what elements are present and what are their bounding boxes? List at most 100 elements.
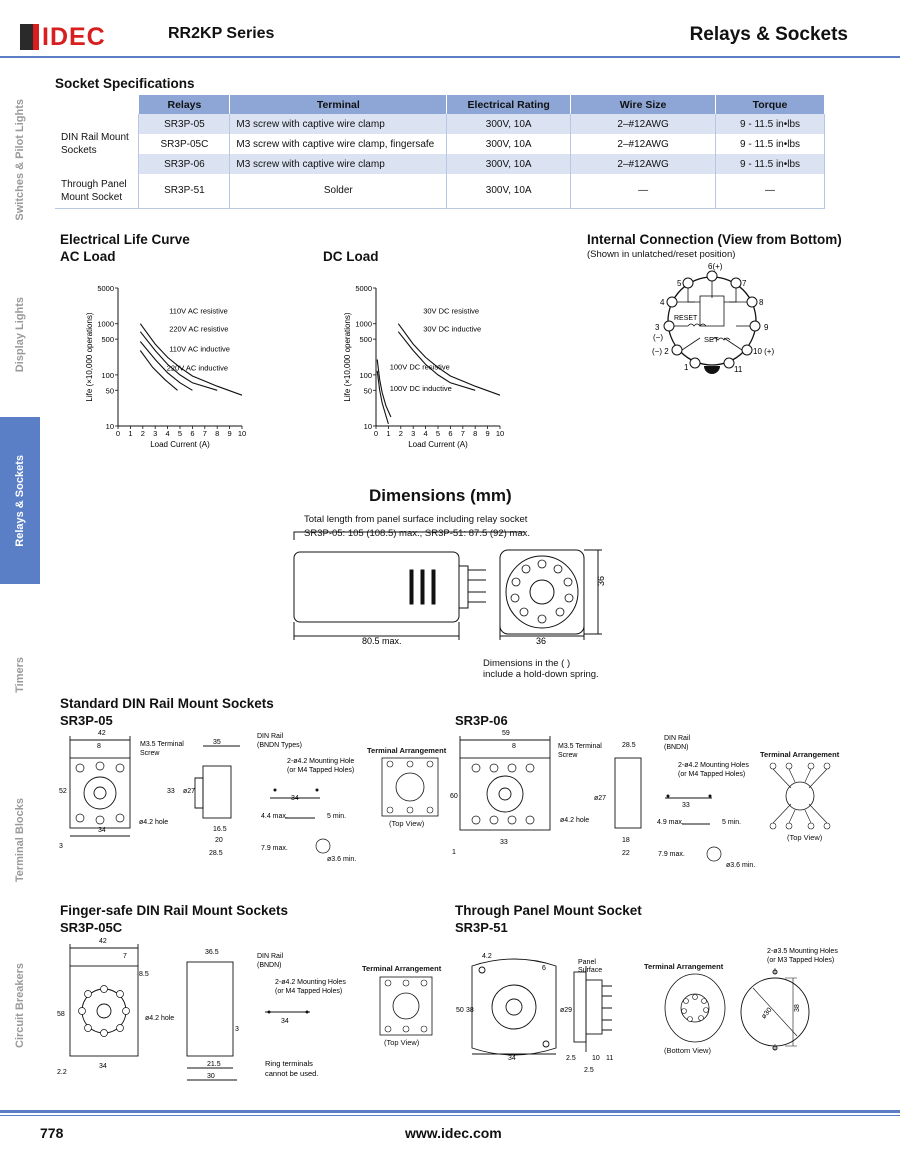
table-row: SR3P-05C M3 screw with captive wire clam… bbox=[55, 134, 825, 154]
sr3p51-panel-cutout: 2-ø3.5 Mounting Holes (or M3 Tapped Hole… bbox=[740, 948, 838, 1051]
dim-label: 42 bbox=[99, 938, 107, 945]
col-header-relays: Relays bbox=[138, 95, 231, 114]
cell-relay: SR3P-05 bbox=[138, 114, 231, 134]
dim-label: 16.5 bbox=[213, 826, 227, 833]
dim-label: DIN Rail bbox=[257, 733, 284, 740]
dc-x-tick-label: 0 bbox=[374, 429, 378, 438]
pin-label-7: 7 bbox=[742, 279, 747, 288]
dc-y-tick-label: 10 bbox=[364, 422, 372, 431]
table-row: SR3P-06 M3 screw with captive wire clamp… bbox=[55, 154, 825, 174]
cell-torque: 9 - 11.5 in•lbs bbox=[715, 134, 825, 154]
pin-label-5: 5 bbox=[677, 279, 682, 288]
dim-label: Screw bbox=[558, 752, 578, 759]
dc-series-label: 30V DC inductive bbox=[423, 325, 481, 334]
mount-label: 2-ø4.2 Mounting Holes bbox=[275, 979, 346, 986]
side-tab-label: Timers bbox=[14, 657, 26, 693]
dim-label: 3 bbox=[59, 843, 63, 850]
footer-url[interactable]: www.idec.com bbox=[405, 1125, 502, 1141]
header-divider bbox=[0, 56, 900, 58]
side-tab-terminal-blocks[interactable]: Terminal Blocks bbox=[0, 780, 40, 900]
pin-label-11: 11 bbox=[734, 365, 743, 374]
brand-name: IDEC bbox=[42, 22, 106, 51]
dimensions-footnote-2: include a hold-down spring. bbox=[483, 669, 599, 680]
cell-wire: 2–#12AWG bbox=[570, 134, 717, 154]
dimensions-footnote-1: Dimensions in the ( ) bbox=[483, 658, 571, 669]
mount-label: 2-ø4.2 Mounting Hole bbox=[287, 758, 354, 765]
dim-label: ø4.2 hole bbox=[139, 819, 168, 826]
dc-x-tick-label: 2 bbox=[399, 429, 403, 438]
dim-label: (BNDN) bbox=[664, 744, 689, 751]
dc-series-label: 30V DC resistive bbox=[423, 307, 479, 316]
dc-x-axis-label: Load Current (A) bbox=[408, 440, 468, 449]
page-number: 778 bbox=[40, 1125, 64, 1141]
mount-label: 38 bbox=[794, 1004, 801, 1012]
din-group-label: DIN Rail Mount Sockets bbox=[55, 114, 140, 174]
mount-label: ø3.6 min. bbox=[726, 862, 755, 869]
reset-label: RESET bbox=[674, 315, 698, 322]
dim-label: 28.5 bbox=[209, 850, 223, 857]
cell-terminal: M3 screw with captive wire clamp bbox=[229, 114, 448, 134]
dim-label: (BNDN) bbox=[257, 962, 282, 969]
dim-label: 28.5 bbox=[622, 742, 636, 749]
dc-x-tick-label: 1 bbox=[386, 429, 390, 438]
dc-series-line bbox=[376, 370, 389, 425]
footer-divider bbox=[0, 1110, 900, 1113]
ac-series-line bbox=[139, 341, 193, 391]
dim-label: 30 bbox=[207, 1073, 215, 1080]
dim-label: 59 bbox=[502, 730, 510, 737]
col-header-rating: Electrical Rating bbox=[446, 95, 572, 114]
finger-safe-model: SR3P-05C bbox=[60, 920, 123, 935]
cell-rating: 300V, 10A bbox=[446, 174, 572, 209]
cell-relay: SR3P-06 bbox=[138, 154, 231, 174]
side-tab-display-lights[interactable]: Display Lights bbox=[0, 260, 40, 410]
dc-series-label: 100V DC resistive bbox=[390, 362, 450, 371]
side-tab-switches[interactable]: Switches & Pilot Lights bbox=[0, 80, 40, 240]
ac-series-line bbox=[139, 323, 243, 396]
dim-label: DIN Rail bbox=[664, 735, 691, 742]
ac-series-label: 220V AC inductive bbox=[167, 363, 228, 372]
side-tab-circuit-breakers[interactable]: Circuit Breakers bbox=[0, 940, 40, 1070]
series-title: RR2KP Series bbox=[168, 25, 275, 42]
cell-wire: 2–#12AWG bbox=[570, 114, 717, 134]
sr3p05c-top-view: (Top View) bbox=[384, 1038, 420, 1047]
side-tab-label: Relays & Sockets bbox=[14, 454, 26, 547]
mount-label: 33 bbox=[682, 802, 690, 809]
side-tab-label: Display Lights bbox=[14, 297, 26, 373]
pin-label-1: 1 bbox=[684, 363, 689, 372]
dim-label: 38 bbox=[466, 1007, 474, 1014]
dim-label: 52 bbox=[59, 788, 67, 795]
side-tab-label: Terminal Blocks bbox=[14, 797, 26, 883]
dim-label: 42 bbox=[98, 730, 106, 737]
dim-label: 4.2 bbox=[482, 953, 492, 960]
dim-width-label: 36 bbox=[536, 636, 546, 646]
ac-series-label: 110V AC inductive bbox=[169, 344, 230, 353]
dc-y-tick-label: 50 bbox=[364, 386, 372, 395]
cell-wire: — bbox=[570, 174, 717, 209]
mount-label: 2-ø3.5 Mounting Holes bbox=[767, 948, 838, 955]
side-tab-label: Circuit Breakers bbox=[14, 962, 26, 1048]
sr3p06-terminal-arrangement-diagram bbox=[769, 762, 831, 830]
dc-y-tick-label: 100 bbox=[359, 371, 372, 380]
dim-label: 36.5 bbox=[205, 949, 219, 956]
dim-label: 34 bbox=[508, 1055, 516, 1062]
side-tab-label: Switches & Pilot Lights bbox=[14, 99, 26, 221]
internal-connection-subtitle: (Shown in unlatched/reset position) bbox=[587, 249, 736, 260]
dim-label: ø27 bbox=[594, 795, 606, 802]
dim-label: 20 bbox=[215, 837, 223, 844]
sr3p06-terminal-arrangement: Terminal Arrangement bbox=[760, 750, 840, 759]
sr3p05-terminal-arrangement-diagram bbox=[381, 757, 439, 817]
relay-dimension-drawing: 80.5 max. 36 36 bbox=[293, 531, 606, 646]
side-tab-timers[interactable]: Timers bbox=[0, 620, 40, 730]
mount-label: 5 min. bbox=[327, 813, 346, 820]
dim-label: ø29 bbox=[560, 1007, 572, 1014]
cell-rating: 300V, 10A bbox=[446, 114, 572, 134]
dc-x-tick-label: 10 bbox=[496, 429, 504, 438]
dc-x-tick-label: 4 bbox=[424, 429, 428, 438]
dc-x-tick-label: 8 bbox=[473, 429, 477, 438]
ac-series-line bbox=[139, 331, 218, 391]
side-tab-relays-sockets[interactable]: Relays & Sockets bbox=[0, 417, 40, 584]
ac-y-tick-label: 100 bbox=[101, 371, 114, 380]
mount-label: 34 bbox=[291, 795, 299, 802]
dim-label: 6 bbox=[542, 965, 546, 972]
dimensions-note-1: Total length from panel surface includin… bbox=[304, 514, 528, 525]
